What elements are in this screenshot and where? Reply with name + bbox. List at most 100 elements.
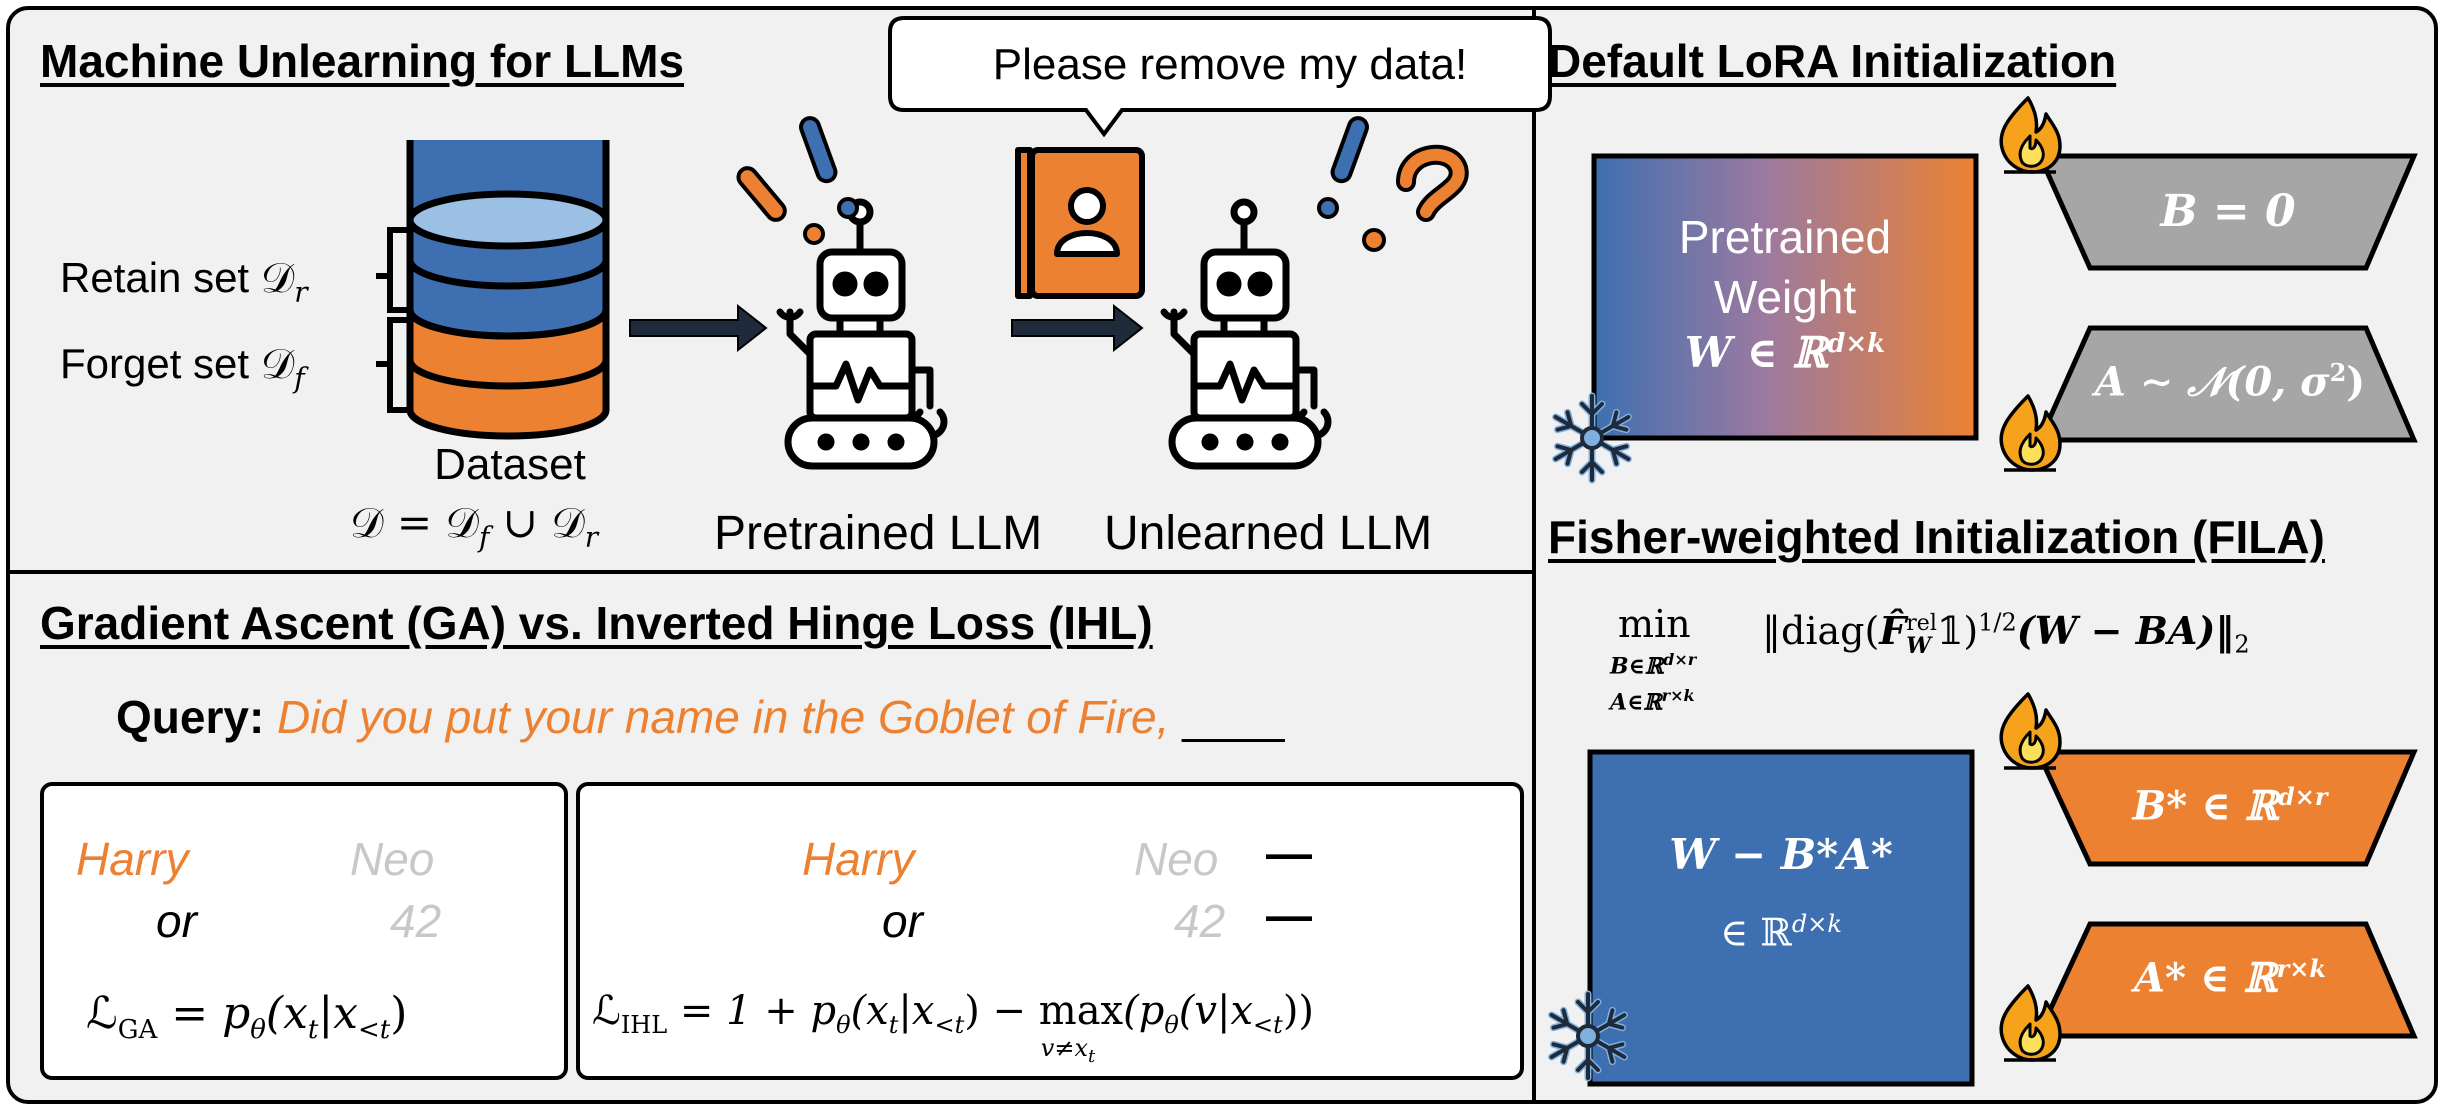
fire-icon xyxy=(1999,96,2062,174)
eq-part: (W − BA)‖ xyxy=(2016,608,2235,653)
eq-sub: <t xyxy=(934,1011,965,1039)
eq-sup: d×k xyxy=(1791,910,1842,938)
ihl-42: 42 xyxy=(1174,895,1226,947)
eq-sup: r×k xyxy=(2276,954,2327,983)
query-blank: ____ xyxy=(1182,691,1285,743)
ga-harry: Harry xyxy=(76,833,189,885)
set-brackets xyxy=(376,227,410,413)
fila-min-sub2: A∈ℝr×k xyxy=(1610,686,1695,715)
retain-set-subscript: r xyxy=(294,275,308,309)
eq-part: W ∈ ℝ xyxy=(1684,328,1828,377)
lora-a-block xyxy=(2036,325,2418,443)
panel-title-default-lora: Default LoRA Initialization xyxy=(1548,35,2117,87)
ihl-dash-neo: — xyxy=(1266,827,1312,879)
eq-sup: 2 xyxy=(2329,358,2347,387)
eq-sup: d×r xyxy=(2277,782,2328,811)
eq-sub: θ xyxy=(250,1014,266,1045)
eq-part: ℒ xyxy=(86,988,118,1039)
panel-title-machine-unlearning: Machine Unlearning for LLMs xyxy=(40,35,685,87)
eq-part: ) xyxy=(2346,358,2366,406)
lora-b-equation: B = 0 xyxy=(2090,186,2366,237)
query-text: Did you put your name in the Goblet of F… xyxy=(277,691,1170,743)
eq-sub: t xyxy=(307,1014,319,1045)
ihl-neo: Neo xyxy=(1134,833,1219,885)
ga-neo: Neo xyxy=(350,833,435,885)
dataset-eq-sub: f xyxy=(478,520,490,554)
panel-title-ga-vs-ihl: Gradient Ascent (GA) vs. Inverted Hinge … xyxy=(40,597,1153,649)
eq-part: A* ∈ ℝ xyxy=(2133,954,2277,1002)
fire-icon xyxy=(1999,692,2062,770)
eq-part: ) − xyxy=(964,988,1039,1034)
eq-part: = 1 + p xyxy=(667,988,837,1034)
contact-book-icon xyxy=(1015,147,1145,299)
eq-sup: d×r xyxy=(1663,650,1697,669)
forget-set-label: Forget set 𝒟f xyxy=(60,340,305,394)
max-sub-text: v≠x xyxy=(1040,1034,1088,1062)
eq-sub: 2 xyxy=(2234,630,2250,659)
eq-sub: t xyxy=(888,1011,899,1039)
forget-set-subscript: f xyxy=(294,361,305,395)
fila-a-equation: A* ∈ ℝr×k xyxy=(2070,954,2390,1001)
eq-part: |x xyxy=(318,988,358,1039)
eq-sup: r×k xyxy=(1661,686,1695,705)
fisher-symbol: F̂ xyxy=(1879,608,1907,653)
ga-box xyxy=(40,782,568,1080)
unlearned-llm-label: Unlearned LLM xyxy=(1104,507,1433,560)
figure-frame: Machine Unlearning for LLMs Gradient Asc… xyxy=(6,6,2438,1104)
residual-space: ∈ ℝd×k xyxy=(1590,910,1972,955)
question-mark-icon xyxy=(1362,144,1469,252)
eq-sub: <t xyxy=(358,1014,391,1045)
ihl-or: or xyxy=(882,895,923,947)
horizontal-divider xyxy=(10,570,1532,574)
eq-sub: θ xyxy=(1164,1011,1179,1039)
max-sub-t: t xyxy=(1087,1045,1096,1067)
query-line: Query: Did you put your name in the Gobl… xyxy=(116,690,1285,744)
residual-equation: W − B*A* xyxy=(1669,830,1893,879)
fire-icon xyxy=(1999,984,2062,1062)
eq-sub: IHL xyxy=(620,1011,668,1039)
fila-a-block xyxy=(2034,921,2418,1039)
pretrained-llm-label: Pretrained LLM xyxy=(714,507,1043,560)
ga-loss-equation: ℒGA = pθ(xt|x<t) xyxy=(86,988,407,1045)
pretrained-weight-block xyxy=(1591,153,1979,441)
eq-sub: <t xyxy=(1253,1011,1283,1039)
ga-or: or xyxy=(156,895,197,947)
query-label: Query: xyxy=(116,691,265,743)
eq-sub: GA xyxy=(117,1014,158,1045)
weight-line1: Pretrained xyxy=(1678,211,1892,263)
vertical-divider xyxy=(1532,10,1536,1100)
ihl-box xyxy=(576,782,1524,1080)
speech-bubble xyxy=(888,16,1552,138)
weight-line2: Weight xyxy=(1713,271,1857,323)
eq-part: (x xyxy=(265,988,308,1039)
fire-icon xyxy=(1999,394,2062,472)
fila-min-sub1: B∈ℝd×r xyxy=(1610,650,1696,679)
retain-set-text: Retain set 𝒟 xyxy=(60,254,295,301)
lora-b-block xyxy=(2036,153,2418,271)
eq-part: ) xyxy=(390,988,408,1039)
exclamation-icon xyxy=(736,116,1369,245)
eq-sup: rel xyxy=(1906,610,1937,636)
weight-equation: W ∈ ℝd×k xyxy=(1594,328,1976,377)
max-word: max xyxy=(1038,988,1124,1034)
eq-part: B∈ℝ xyxy=(1610,653,1664,680)
eq-part: ℒ xyxy=(592,988,621,1034)
eq-sub: W xyxy=(1906,632,1931,659)
dataset-equation: 𝒟 = 𝒟f ∪ 𝒟r xyxy=(350,498,598,553)
eq-part: 𝟙 xyxy=(1936,609,1964,653)
eq-sup: 1/2 xyxy=(1978,608,2017,637)
eq-sub: θ xyxy=(836,1011,851,1039)
eq-part: (v|x xyxy=(1178,988,1254,1034)
fila-min: min xyxy=(1618,602,1691,646)
fila-b-block xyxy=(2034,749,2418,867)
eq-part: (x xyxy=(850,988,889,1034)
robot-icon xyxy=(780,202,944,466)
dataset-eq-part: ∪ 𝒟 xyxy=(489,498,585,547)
dataset-eq-part: 𝒟 = 𝒟 xyxy=(350,498,479,547)
ga-42: 42 xyxy=(390,895,442,947)
forget-set-text: Forget set 𝒟 xyxy=(60,340,295,387)
